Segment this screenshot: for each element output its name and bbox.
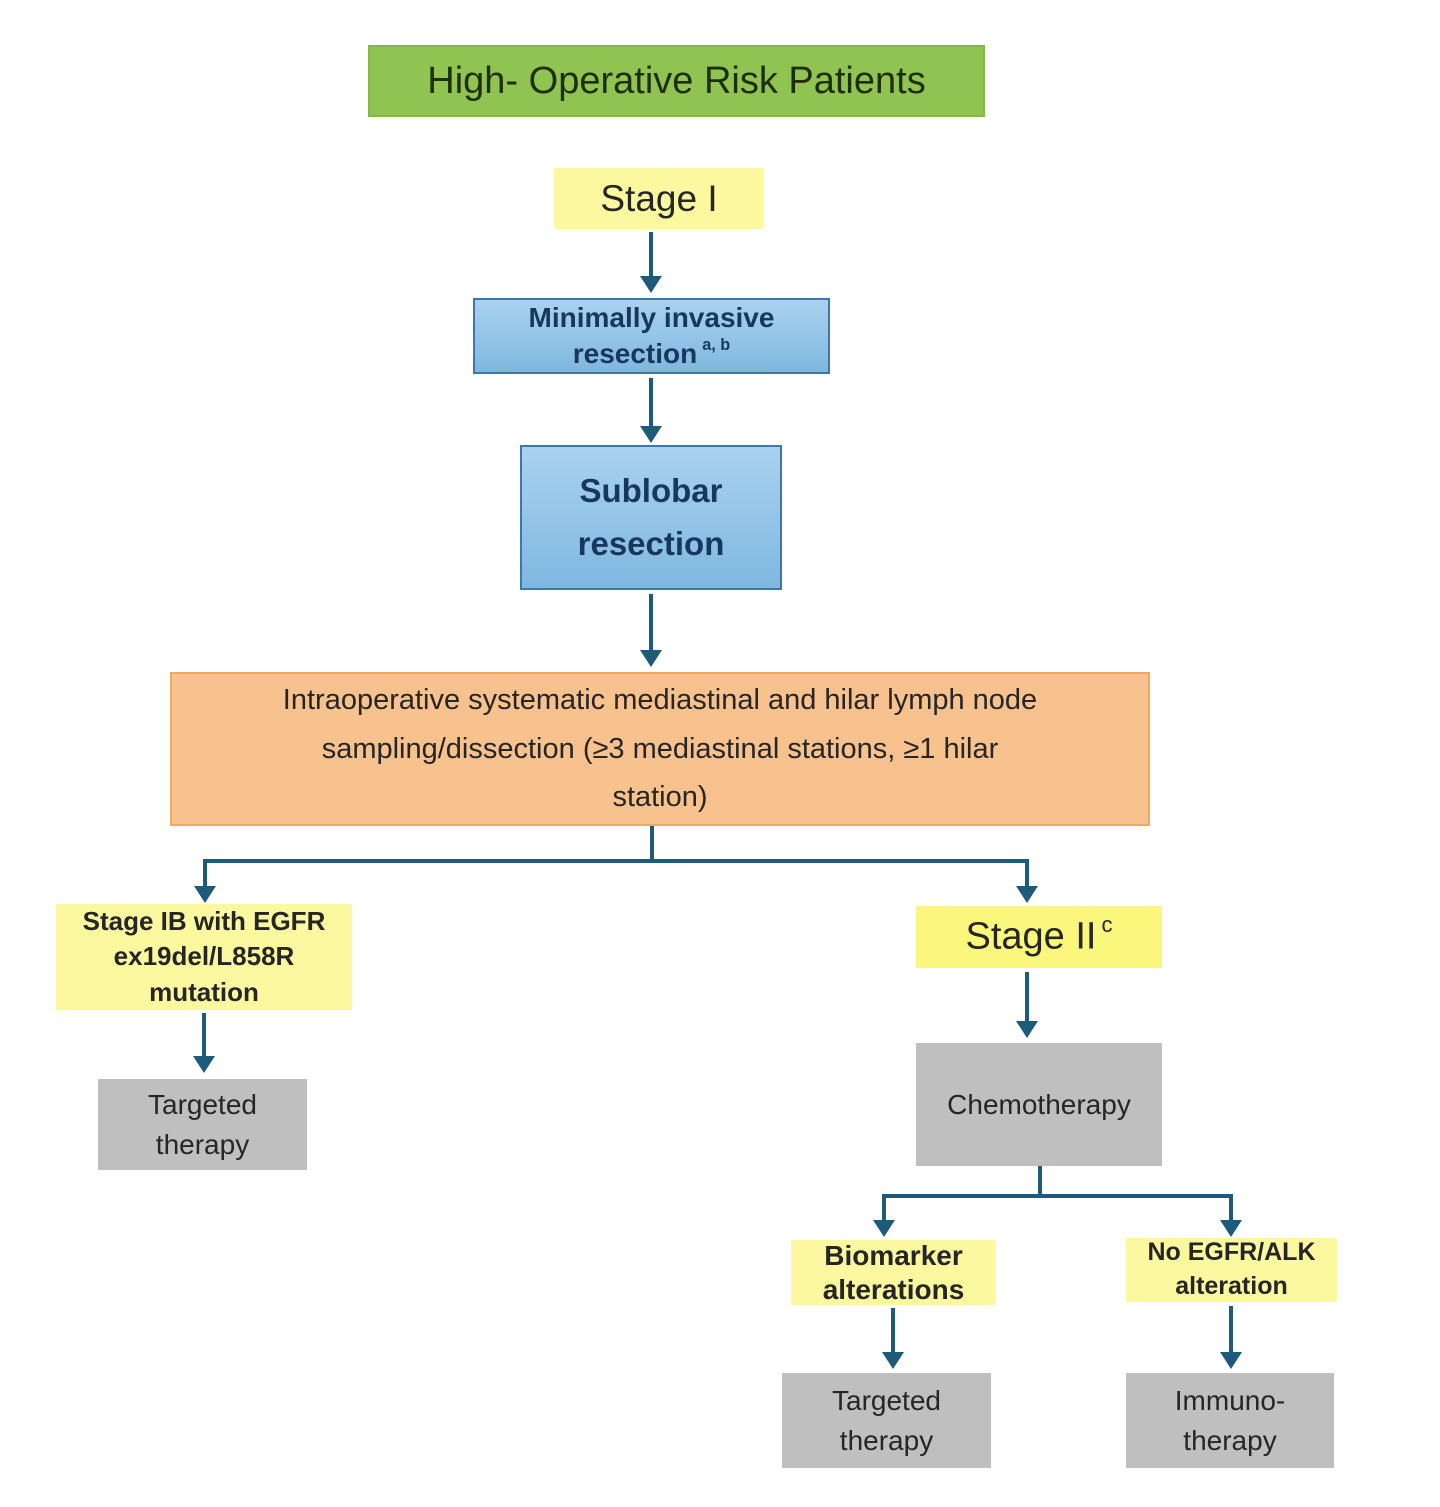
connector-branch-to-biomarker: [882, 1194, 886, 1220]
biomarker-alterations-box: Biomarker alterations: [791, 1240, 996, 1305]
title-box-high-operative-risk-patients: High- Operative Risk Patients: [368, 45, 985, 117]
arrowhead-down-icon: [640, 650, 662, 667]
arrowhead-down-icon: [1220, 1352, 1242, 1369]
arrowhead-down-icon: [882, 1352, 904, 1369]
arrowhead-down-icon: [1016, 886, 1038, 903]
targeted-therapy-right-box: Targeted therapy: [782, 1373, 991, 1468]
arrowhead-down-icon: [1220, 1220, 1242, 1237]
title-text: High- Operative Risk Patients: [427, 59, 926, 102]
connector-branch-to-no-egfr: [1229, 1194, 1233, 1220]
stage-i-box: Stage I: [554, 168, 764, 229]
arrowhead-down-icon: [640, 426, 662, 443]
targeted-therapy-right-text: Targeted therapy: [832, 1385, 941, 1456]
connector-chemo-branch-horizontal: [882, 1194, 1233, 1198]
chemotherapy-box: Chemotherapy: [916, 1043, 1162, 1166]
stage-ib-egfr-mutation-box: Stage IB with EGFR ex19del/L858R mutatio…: [56, 904, 352, 1010]
connector-branch-to-stage-ii: [1025, 859, 1029, 886]
stage-ii-text: Stage II: [965, 915, 1097, 958]
immunotherapy-box: Immuno- therapy: [1126, 1373, 1334, 1468]
connector-chemo-branch-stem: [1038, 1166, 1042, 1198]
chemotherapy-text: Chemotherapy: [947, 1088, 1131, 1120]
connector-stage1-min-invasive: [649, 232, 653, 276]
connector-no-egfr-immuno: [1229, 1306, 1233, 1352]
no-egfr-alk-alteration-box: No EGFR/ALK alteration: [1126, 1238, 1337, 1302]
connector-min-invasive-sublobar: [649, 378, 653, 426]
biomarker-alterations-text: Biomarker alterations: [822, 1239, 965, 1305]
connector-biomarker-targeted: [891, 1308, 895, 1352]
stage-ib-egfr-mutation-text: Stage IB with EGFR ex19del/L858R mutatio…: [82, 906, 326, 1007]
arrowhead-down-icon: [873, 1220, 895, 1237]
stage-i-text: Stage I: [600, 177, 718, 219]
connector-stage-ii-chemo: [1025, 972, 1029, 1021]
no-egfr-alk-alteration-text: No EGFR/ALK alteration: [1147, 1238, 1316, 1300]
arrowhead-down-icon: [194, 886, 216, 903]
arrowhead-down-icon: [193, 1056, 215, 1073]
connector-branch-to-stage-ib: [203, 859, 207, 886]
immunotherapy-text: Immuno- therapy: [1174, 1385, 1286, 1456]
targeted-therapy-left-text: Targeted therapy: [148, 1089, 257, 1160]
targeted-therapy-left-box: Targeted therapy: [98, 1079, 307, 1170]
footnote-marker-c: c: [1101, 911, 1113, 937]
connector-stage-ib-targeted: [202, 1013, 206, 1056]
minimally-invasive-resection-text: Minimally invasive resection: [528, 301, 775, 369]
sublobar-resection-box: Sublobar resection: [520, 445, 782, 590]
arrowhead-down-icon: [640, 276, 662, 293]
connector-sublobar-lymph: [649, 594, 653, 650]
footnote-marker-a-b: a, b: [702, 336, 731, 355]
sublobar-resection-text: Sublobar resection: [577, 471, 725, 562]
arrowhead-down-icon: [1016, 1021, 1038, 1038]
lymph-node-sampling-box: Intraoperative systematic mediastinal an…: [170, 672, 1150, 826]
connector-lymph-branch-horizontal: [203, 859, 1029, 863]
lymph-node-sampling-text: Intraoperative systematic mediastinal an…: [282, 683, 1038, 814]
connector-lymph-branch-stem: [650, 826, 654, 863]
